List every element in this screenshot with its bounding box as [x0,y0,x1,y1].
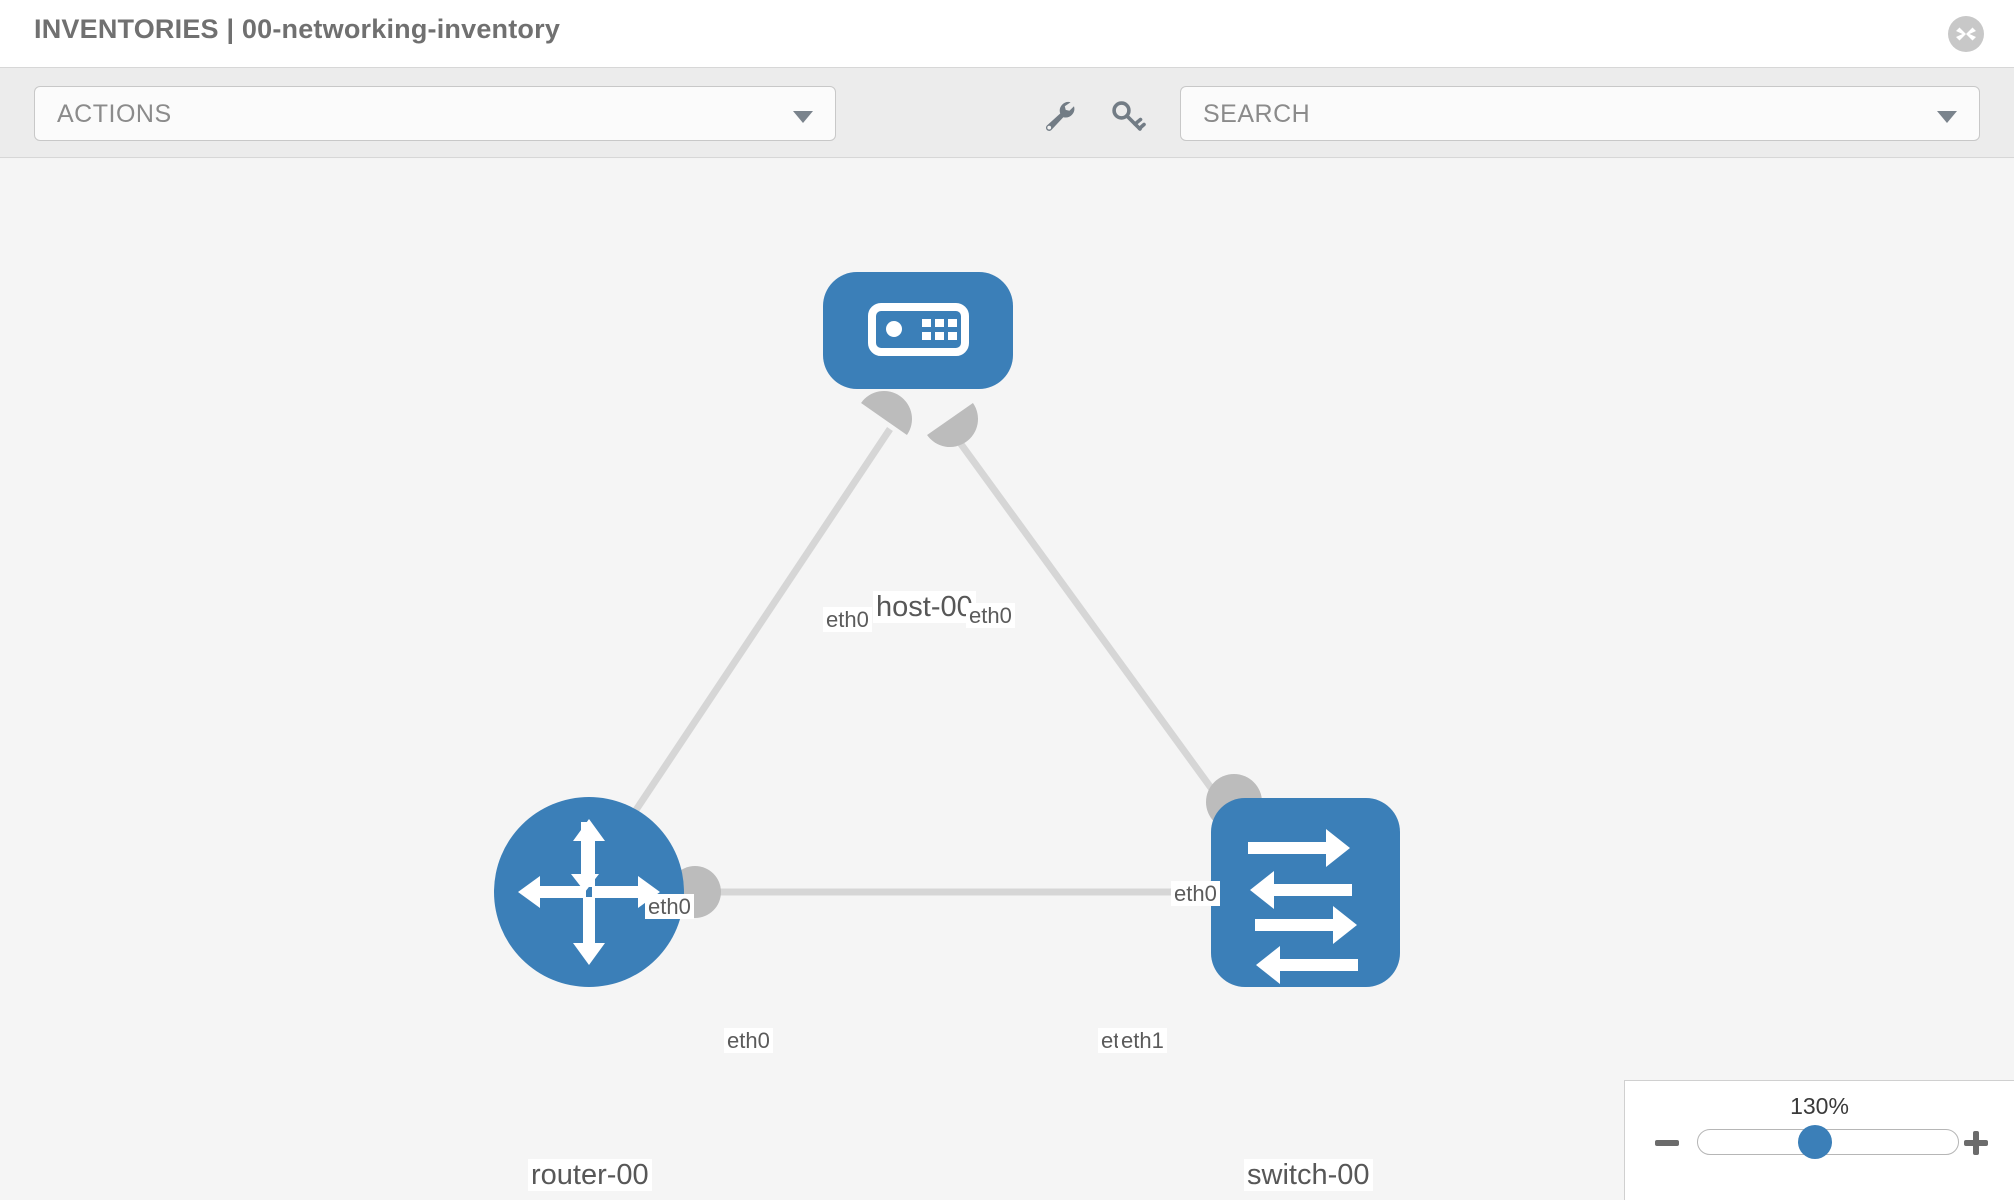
chevron-down-icon [793,111,813,123]
connector-host-left [861,391,912,436]
minus-icon[interactable] [1651,1127,1683,1159]
port-label-router-right: eth0 [724,1028,773,1054]
node-switch-00[interactable] [1211,798,1400,987]
node-host-00[interactable] [823,272,1013,389]
connector-host-right [927,402,978,447]
key-icon[interactable] [1105,94,1149,138]
titlebar: INVENTORIES | 00-networking-inventory [0,0,2014,68]
port-label-host-right: eth0 [966,603,1015,629]
search-input[interactable]: SEARCH [1180,86,1980,141]
port-label-switch-up: eth0 [1171,881,1220,907]
node-label-switch-00: switch-00 [1244,1159,1373,1192]
toolbar: ACTIONS SEARCH [0,68,2014,158]
node-label-router-00: router-00 [528,1159,652,1192]
router-arrows-icon [518,819,660,965]
port-label-switch-left: eth1 [1118,1028,1167,1054]
edge-host-router [597,427,893,866]
actions-dropdown-label: ACTIONS [57,100,172,128]
port-label-host-left: eth0 [823,607,872,633]
wrench-icon[interactable] [1037,94,1081,138]
switch-arrows-icon [1248,829,1358,984]
close-icon[interactable] [1948,16,1984,52]
search-placeholder: SEARCH [1203,100,1311,128]
node-label-host-00: host-00 [873,591,976,624]
zoom-control: 130% [1624,1080,2014,1200]
topology-edges [597,426,1273,896]
actions-dropdown[interactable]: ACTIONS [34,86,836,141]
topology-canvas[interactable]: host-00 router-00 switch-00 eth0 eth0 et… [0,159,2014,1200]
zoom-slider-thumb[interactable] [1798,1125,1832,1159]
server-icon [868,303,969,356]
port-label-router-up: eth0 [645,894,694,920]
chevron-down-icon[interactable] [1937,111,1957,123]
node-router-00[interactable] [494,797,684,987]
plus-icon[interactable] [1960,1127,1992,1159]
topology-graph [494,272,1400,987]
page-title: INVENTORIES | 00-networking-inventory [34,14,561,44]
topology-connectors [669,391,1262,918]
zoom-percent-label: 130% [1790,1093,1849,1119]
